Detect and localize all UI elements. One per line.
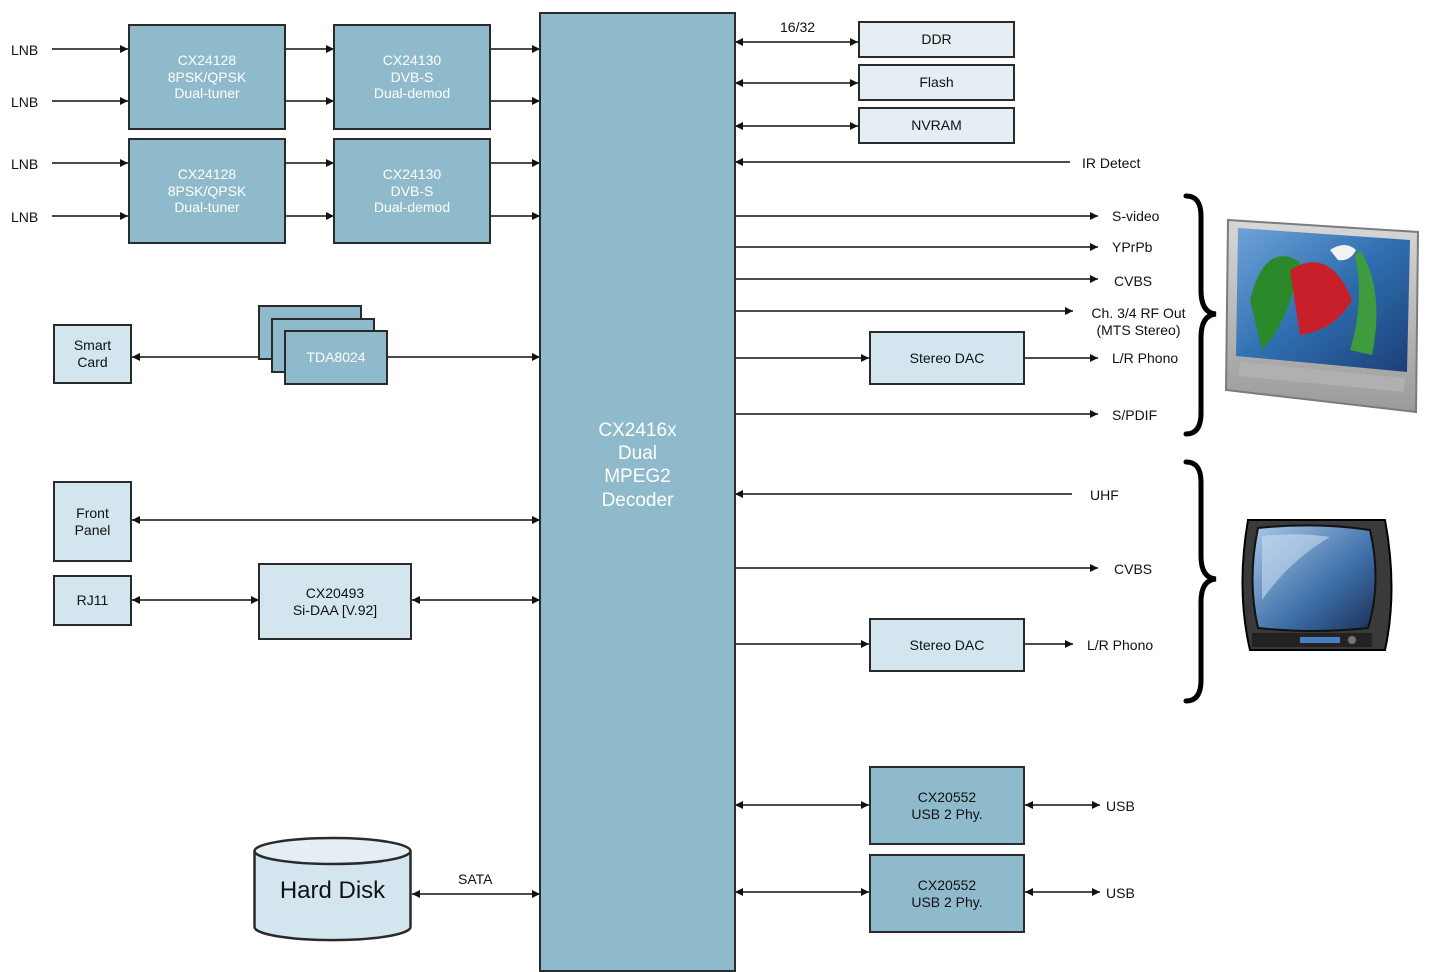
demod-2-line-2: DVB-S xyxy=(391,183,434,200)
yprpb-label: YPrPb xyxy=(1112,239,1152,256)
nvram-block: NVRAM xyxy=(858,107,1015,144)
lnb-label-4: LNB xyxy=(11,209,38,226)
flash-block: Flash xyxy=(858,64,1015,101)
decoder-line-4: Decoder xyxy=(602,489,674,512)
rf-out-label: Ch. 3/4 RF Out (MTS Stereo) xyxy=(1083,305,1194,339)
tuner-2-line-2: 8PSK/QPSK xyxy=(168,183,247,200)
flash-label: Flash xyxy=(919,74,953,91)
lnb-label-2: LNB xyxy=(11,94,38,111)
mpeg2-decoder-block: CX2416x Dual MPEG2 Decoder xyxy=(539,12,736,972)
tuner-block-1: CX24128 8PSK/QPSK Dual-tuner xyxy=(128,24,286,130)
demod-2-line-1: CX24130 xyxy=(383,166,441,183)
hd-stereo-dac-block: Stereo DAC xyxy=(869,331,1025,385)
ir-detect-label: IR Detect xyxy=(1082,155,1140,172)
demod-2-line-3: Dual-demod xyxy=(374,199,450,216)
uhf-label: UHF xyxy=(1090,487,1119,504)
front-panel-line-2: Panel xyxy=(75,522,111,539)
hd-cvbs-label: CVBS xyxy=(1114,273,1152,290)
flat-panel-tv-icon xyxy=(1226,220,1418,412)
usb-phy-2-line-2: USB 2 Phy. xyxy=(911,894,982,911)
sata-label: SATA xyxy=(458,871,493,888)
hard-disk: Hard Disk xyxy=(253,835,412,943)
demod-1-line-1: CX24130 xyxy=(383,52,441,69)
sd-cvbs-label: CVBS xyxy=(1114,561,1152,578)
rf-out-line-2: (MTS Stereo) xyxy=(1083,322,1194,339)
lnb-label-1: LNB xyxy=(11,42,38,59)
hd-stereo-dac-label: Stereo DAC xyxy=(910,350,985,367)
sd-brace xyxy=(1186,462,1216,701)
decoder-line-2: Dual xyxy=(618,442,657,465)
smart-card-block: Smart Card xyxy=(53,324,132,384)
sd-stereo-dac-block: Stereo DAC xyxy=(869,618,1025,672)
hd-lr-phono-label: L/R Phono xyxy=(1112,350,1178,367)
decoder-line-1: CX2416x xyxy=(598,419,676,442)
tuner-1-line-1: CX24128 xyxy=(178,52,236,69)
tuner-1-line-3: Dual-tuner xyxy=(174,85,239,102)
smart-card-line-2: Card xyxy=(77,354,107,371)
modem-line-2: Si-DAA [V.92] xyxy=(293,602,377,619)
tuner-1-line-2: 8PSK/QPSK xyxy=(168,69,247,86)
sd-lr-phono-label: L/R Phono xyxy=(1087,637,1153,654)
usb-port-label-2: USB xyxy=(1106,885,1135,902)
rf-out-line-1: Ch. 3/4 RF Out xyxy=(1083,305,1194,322)
ddr-block: DDR xyxy=(858,21,1015,58)
decoder-line-3: MPEG2 xyxy=(604,465,671,488)
ddr-label: DDR xyxy=(921,31,951,48)
demod-block-1: CX24130 DVB-S Dual-demod xyxy=(333,24,491,130)
output-braces xyxy=(1186,196,1216,701)
demod-1-line-2: DVB-S xyxy=(391,69,434,86)
usb-port-label-1: USB xyxy=(1106,798,1135,815)
tuner-2-line-1: CX24128 xyxy=(178,166,236,183)
svideo-label: S-video xyxy=(1112,208,1159,225)
crt-tv-icon xyxy=(1242,520,1391,650)
memory-bus-label: 16/32 xyxy=(780,19,815,36)
right-connections xyxy=(735,42,1100,892)
usb-phy-block-1: CX20552 USB 2 Phy. xyxy=(869,766,1025,845)
rj11-block: RJ11 xyxy=(53,575,132,626)
tda8024-block: TDA8024 xyxy=(284,330,388,385)
sd-stereo-dac-label: Stereo DAC xyxy=(910,637,985,654)
usb-phy-1-line-1: CX20552 xyxy=(918,789,976,806)
front-panel-line-1: Front xyxy=(76,505,109,522)
nvram-label: NVRAM xyxy=(911,117,962,134)
front-panel-block: Front Panel xyxy=(53,481,132,562)
usb-phy-block-2: CX20552 USB 2 Phy. xyxy=(869,854,1025,933)
spdif-label: S/PDIF xyxy=(1112,407,1157,424)
lnb-label-3: LNB xyxy=(11,156,38,173)
tuner-2-line-3: Dual-tuner xyxy=(174,199,239,216)
demod-block-2: CX24130 DVB-S Dual-demod xyxy=(333,138,491,244)
demod-1-line-3: Dual-demod xyxy=(374,85,450,102)
smart-card-line-1: Smart xyxy=(74,337,111,354)
usb-phy-2-line-1: CX20552 xyxy=(918,877,976,894)
modem-block: CX20493 Si-DAA [V.92] xyxy=(258,563,412,640)
tda8024-label: TDA8024 xyxy=(306,349,365,366)
usb-phy-1-line-2: USB 2 Phy. xyxy=(911,806,982,823)
modem-line-1: CX20493 xyxy=(306,585,364,602)
rj11-label: RJ11 xyxy=(77,592,109,609)
hard-disk-label: Hard Disk xyxy=(253,877,412,905)
tuner-block-2: CX24128 8PSK/QPSK Dual-tuner xyxy=(128,138,286,244)
